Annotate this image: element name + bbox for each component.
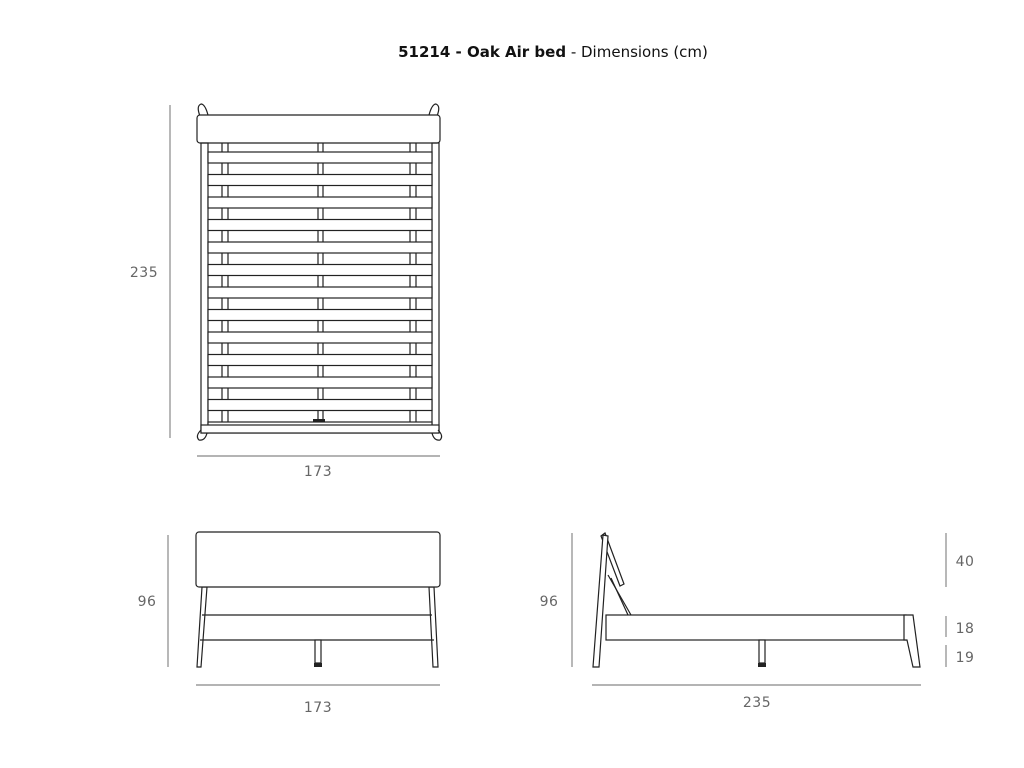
top-view: 235 173 xyxy=(130,103,443,480)
side-rail-right xyxy=(431,142,440,434)
head-leg xyxy=(592,534,609,668)
slat xyxy=(207,241,433,254)
center-foot xyxy=(314,663,322,667)
headboard xyxy=(195,531,441,588)
length-label: 235 xyxy=(743,695,771,711)
slat xyxy=(207,173,433,187)
foot-post-left xyxy=(196,429,208,441)
center-leg xyxy=(314,639,322,664)
side-view: 96 235 40 18 19 xyxy=(540,532,975,711)
center-leg xyxy=(758,639,766,664)
width-label: 173 xyxy=(304,464,332,480)
front-view: 96 173 xyxy=(138,531,441,716)
foot-rail xyxy=(200,424,440,434)
foot-post-right xyxy=(431,429,443,441)
side-rail xyxy=(605,614,907,641)
headboard-post-left xyxy=(197,103,209,117)
slat xyxy=(207,331,433,344)
slat xyxy=(207,218,433,232)
slats xyxy=(207,151,433,434)
center-bracket xyxy=(313,419,325,422)
slat xyxy=(207,196,433,209)
headboard xyxy=(196,114,441,144)
slat xyxy=(207,286,433,299)
leg-right xyxy=(428,586,439,668)
rail-height-label: 18 xyxy=(956,621,975,637)
length-label: 235 xyxy=(130,265,158,281)
headboard-brace-inner xyxy=(607,574,632,616)
headboard-post-right xyxy=(428,103,440,117)
slat xyxy=(207,263,433,277)
headboard-height-label: 40 xyxy=(956,554,975,570)
height-label: 96 xyxy=(540,594,559,610)
slat xyxy=(207,398,433,412)
side-rail-left xyxy=(200,142,209,434)
slat xyxy=(207,308,433,322)
leg-clearance-label: 19 xyxy=(956,650,975,666)
center-foot xyxy=(758,663,766,667)
drawing-title: 51214 - Oak Air bed - Dimensions (cm) xyxy=(398,43,708,61)
width-label: 173 xyxy=(304,700,332,716)
slat xyxy=(207,353,433,367)
slat xyxy=(207,376,433,389)
slat xyxy=(207,151,433,164)
leg-left xyxy=(196,586,208,668)
foot-leg xyxy=(903,614,921,668)
height-label: 96 xyxy=(138,594,157,610)
